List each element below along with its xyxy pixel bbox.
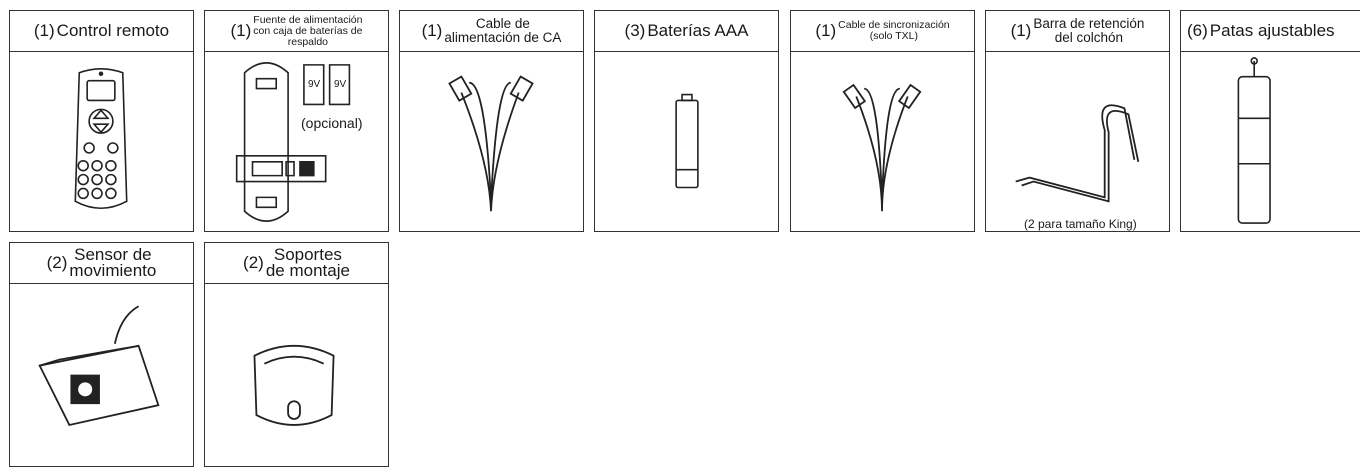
- item-title-line: Sensor de: [74, 245, 152, 264]
- item-header: (1) Cable de alimentación de CA: [400, 11, 583, 52]
- item-card-motion-sensor: (2) Sensor de movimiento: [9, 242, 194, 467]
- item-card-mounting-brackets: (2) Soportes de montaje: [204, 242, 389, 467]
- item-card-ac-cable: (1) Cable de alimentación de CA: [399, 10, 584, 232]
- item-title: Soportes de montaje: [265, 245, 350, 280]
- item-title: Fuente de alimentación con caja de bater…: [253, 13, 363, 48]
- item-card-sync-cable: (1) Cable de sincronización (solo TXL): [790, 10, 975, 232]
- item-quantity: (6): [1187, 21, 1208, 40]
- item-title-line: Cable de: [475, 16, 530, 31]
- item-quantity: (1): [421, 21, 443, 40]
- item-header: (1) Control remoto: [10, 11, 193, 52]
- item-title-line: (solo TXL): [869, 30, 918, 42]
- item-title-line: de montaje: [265, 261, 350, 280]
- adjustable-leg-icon: [1181, 53, 1360, 231]
- item-quantity: (1): [230, 21, 252, 40]
- item-title: Baterías AAA: [647, 21, 749, 40]
- item-quantity: (1): [815, 21, 837, 40]
- item-quantity: (2): [243, 253, 264, 272]
- battery-label: 9V: [334, 79, 347, 90]
- item-title: Barra de retención del colchón: [1033, 17, 1144, 45]
- item-title-line: Cable de sincronización: [838, 19, 950, 31]
- battery-icon: [595, 53, 778, 231]
- item-note: (opcional): [301, 115, 363, 131]
- item-quantity: (3): [624, 21, 646, 40]
- item-card-adjustable-legs: (6) Patas ajustables: [1180, 10, 1360, 232]
- item-card-remote-control: (1) Control remoto: [9, 10, 194, 232]
- retainer-bar-icon: (2 para tamaño King): [986, 53, 1169, 231]
- item-title: Cable de alimentación de CA: [444, 17, 561, 45]
- item-title: Control remoto: [56, 21, 170, 40]
- motion-sensor-icon: [10, 285, 193, 466]
- item-title: Sensor de movimiento: [69, 245, 157, 280]
- battery-label: 9V: [308, 79, 321, 90]
- item-header: (1) Cable de sincronización (solo TXL): [791, 11, 974, 52]
- item-card-power-supply: (1) Fuente de alimentación con caja de b…: [204, 10, 389, 232]
- sync-cable-icon: [791, 53, 974, 231]
- item-header: (1) Fuente de alimentación con caja de b…: [205, 11, 388, 52]
- item-title-line: respaldo: [287, 35, 329, 48]
- item-title-line: Soportes: [273, 245, 342, 264]
- remote-control-icon: [10, 53, 193, 231]
- item-card-aaa-batteries: (3) Baterías AAA: [594, 10, 779, 232]
- item-header: (6) Patas ajustables: [1181, 11, 1360, 52]
- item-quantity: (1): [33, 21, 55, 40]
- item-header: (2) Soportes de montaje: [205, 243, 388, 284]
- item-title-line: alimentación de CA: [444, 30, 562, 45]
- item-quantity: (2): [46, 253, 68, 272]
- item-card-retainer-bar: (1) Barra de retención del colchón (2 pa…: [985, 10, 1170, 232]
- item-title: Patas ajustables: [1209, 21, 1335, 40]
- item-title: Cable de sincronización (solo TXL): [838, 20, 949, 42]
- item-header: (3) Baterías AAA: [595, 11, 778, 52]
- item-quantity: (1): [1010, 21, 1032, 40]
- power-supply-icon: 9V 9V (opcional): [205, 53, 388, 231]
- ac-cable-icon: [400, 53, 583, 231]
- item-note: (2 para tamaño King): [1024, 217, 1137, 231]
- item-title-line: con caja de baterías de: [253, 24, 363, 37]
- item-title-line: Fuente de alimentación: [253, 13, 363, 26]
- mounting-bracket-icon: [205, 285, 388, 466]
- item-header: (1) Barra de retención del colchón: [986, 11, 1169, 52]
- item-header: (2) Sensor de movimiento: [10, 243, 193, 284]
- item-title-line: movimiento: [69, 261, 157, 280]
- item-title-line: del colchón: [1054, 30, 1124, 45]
- item-title-line: Barra de retención: [1033, 16, 1145, 31]
